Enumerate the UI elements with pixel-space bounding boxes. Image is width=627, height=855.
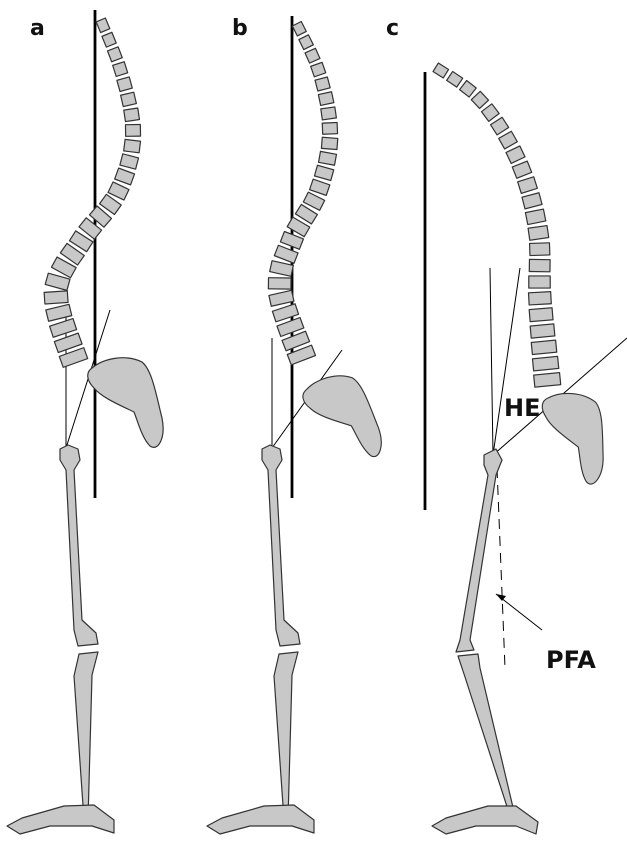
vertebra bbox=[319, 151, 337, 165]
vertebra bbox=[471, 91, 488, 108]
vertebra bbox=[518, 177, 538, 194]
pelvis-bone bbox=[88, 358, 163, 448]
vertebra bbox=[530, 243, 550, 256]
vertebra bbox=[269, 290, 294, 306]
vertebra bbox=[512, 161, 531, 178]
vertebra bbox=[481, 104, 499, 122]
vertebra bbox=[46, 304, 72, 321]
foot bbox=[432, 806, 538, 834]
vertebra bbox=[530, 324, 555, 338]
he-label: HE bbox=[504, 394, 540, 422]
vertebra bbox=[268, 278, 291, 289]
vertebra bbox=[529, 259, 550, 271]
panel-b-label: b bbox=[232, 16, 248, 41]
vertebra bbox=[525, 209, 545, 224]
vertebra bbox=[115, 168, 135, 185]
tibia bbox=[458, 654, 516, 822]
reference-line bbox=[493, 268, 520, 455]
vertebra bbox=[534, 373, 561, 388]
panel-a-label: a bbox=[30, 16, 45, 41]
femur bbox=[456, 449, 502, 652]
vertebra bbox=[315, 77, 330, 91]
foot bbox=[207, 805, 314, 834]
reference-line bbox=[490, 268, 493, 455]
vertebra bbox=[528, 292, 551, 305]
vertebra bbox=[506, 146, 525, 164]
tibia bbox=[74, 652, 98, 820]
vertebra bbox=[117, 77, 132, 92]
vertebra bbox=[522, 193, 542, 209]
vertebra bbox=[532, 356, 558, 371]
vertebra bbox=[270, 261, 294, 277]
vertebra bbox=[531, 340, 557, 354]
vertebra bbox=[460, 81, 477, 98]
femur bbox=[262, 445, 300, 646]
vertebra bbox=[299, 35, 314, 50]
vertebra bbox=[113, 62, 128, 77]
tibia bbox=[274, 652, 298, 820]
vertebra bbox=[529, 308, 553, 322]
vertebra bbox=[121, 92, 137, 106]
vertebra bbox=[102, 32, 116, 47]
panel-b bbox=[207, 16, 383, 834]
panel-c bbox=[425, 63, 627, 834]
vertebra bbox=[310, 179, 330, 195]
vertebra bbox=[311, 62, 326, 76]
panel-a bbox=[7, 10, 163, 834]
vertebra bbox=[528, 226, 549, 241]
vertebra bbox=[96, 18, 110, 33]
vertebra bbox=[529, 276, 550, 288]
vertebra bbox=[125, 124, 140, 136]
vertebra bbox=[321, 107, 337, 120]
pfa-dashed-line bbox=[497, 468, 505, 668]
vertebra bbox=[124, 139, 141, 152]
pelvis-bone bbox=[528, 388, 616, 486]
femur bbox=[60, 445, 98, 646]
vertebra bbox=[108, 47, 123, 62]
vertebra bbox=[447, 71, 463, 87]
vertebra bbox=[314, 165, 333, 180]
foot bbox=[7, 805, 114, 834]
pelvis-bone bbox=[301, 371, 384, 465]
vertebra bbox=[44, 291, 68, 304]
vertebra bbox=[433, 63, 449, 78]
pfa-label: PFA bbox=[546, 646, 596, 674]
vertebra bbox=[499, 131, 518, 149]
vertebra bbox=[124, 108, 140, 122]
vertebra bbox=[120, 154, 139, 169]
vertebra bbox=[322, 123, 337, 135]
vertebra bbox=[491, 117, 509, 135]
vertebra bbox=[292, 21, 306, 35]
vertebra bbox=[318, 92, 334, 106]
panel-c-label: c bbox=[386, 16, 399, 41]
arrow-head-icon bbox=[496, 594, 506, 601]
vertebra bbox=[321, 137, 337, 149]
vertebra bbox=[305, 48, 320, 63]
